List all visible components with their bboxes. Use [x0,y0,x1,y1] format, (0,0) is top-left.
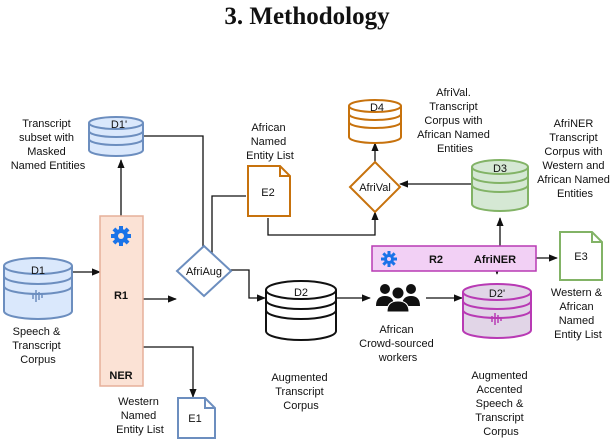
d3-label: D3 [493,163,507,175]
workers-caption: African Crowd-sourced workers [359,324,437,364]
workers-group: African Crowd-sourced workers [359,284,437,364]
arrow-e2-afriaug [208,195,246,267]
r1-label: R1 [114,290,128,302]
arrow-e2-afrival [267,211,379,236]
e3-label: E3 [574,251,587,263]
d3-caption: AfriNER Transcript Corpus with Western a… [537,118,613,200]
e1-label: E1 [188,413,201,425]
document-icon [247,165,291,217]
d2p-label: D2' [489,288,505,300]
d1p-caption: Transcript subset with Masked Named Enti… [11,118,86,172]
d2p-caption: Augmented Accented Speech & Transcript C… [471,370,530,438]
d1-database: D1 Speech & Transcript Corpus [3,257,73,366]
d1-cylinder-body [3,266,73,320]
connectors [72,135,558,398]
d2-caption: Augmented Transcript Corpus [271,372,330,412]
d4-database: D4 AfriVal. Transcript Corpus with Afric… [348,87,493,155]
d4-caption: AfriVal. Transcript Corpus with African … [417,87,493,155]
r2-label: R2 [429,254,443,266]
d3-database: D3 AfriNER Transcript Corpus with Wester… [471,118,613,212]
e1-caption: Western Named Entity List [116,396,164,436]
e3-caption: Western & African Named Entity List [551,287,605,341]
d1p-database: D1' Transcript subset with Masked Named … [11,116,144,172]
d2-database: D2 Augmented Transcript Corpus [265,280,337,412]
e1-document: E1 Western Named Entity List [116,396,216,439]
audio-wave-icon [32,290,43,302]
e2-label: E2 [261,187,274,199]
d1-caption: Speech & Transcript Corpus [12,326,64,366]
afrival-decision: AfriVal [348,160,402,214]
e2-document: E2 African Named Entity List [246,122,294,217]
arrow-r1-e1 [143,346,197,398]
e3-document: E3 Western & African Named Entity List [551,231,605,341]
d1-label: D1 [31,265,45,277]
audio-wave-icon [491,313,502,325]
afrival-label: AfriVal [359,182,391,194]
gear-icon [381,251,397,267]
page-title: 3. Methodology [224,3,390,30]
r1-sublabel: NER [109,370,132,382]
e2-caption: African Named Entity List [246,122,294,162]
d1p-label: D1' [111,119,127,131]
afriaug-decision: AfriAug [175,244,233,298]
d4-label: D4 [370,102,384,114]
arrow-d1p-afriaug [143,135,207,264]
gear-icon [111,226,131,246]
arrow-afriaug-d2 [230,269,266,302]
people-icon [376,284,420,313]
r2-afriner-process: R2 AfriNER [371,245,537,272]
d2p-database: D2' Augmented Accented Speech & Transcri… [462,283,532,438]
afriaug-label: AfriAug [186,266,222,278]
r2-sublabel: AfriNER [474,254,516,266]
r1-ner-process: R1 NER [99,215,144,387]
d2-label: D2 [294,287,308,299]
document-icon [559,231,603,281]
